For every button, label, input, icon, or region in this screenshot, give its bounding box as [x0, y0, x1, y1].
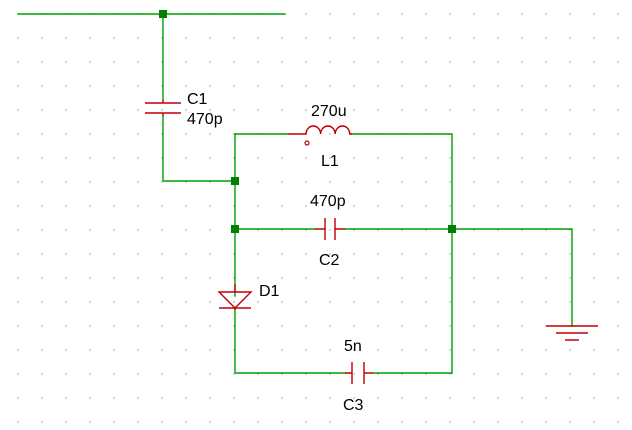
- c2-ref-label: C2: [319, 252, 340, 269]
- inductor-l1[interactable]: 270u L1: [288, 103, 352, 170]
- d1-ref-label: D1: [259, 283, 280, 300]
- junction-node-right[interactable]: [448, 225, 456, 233]
- wires: [17, 13, 573, 374]
- inductor-polarity-dot: [304, 140, 310, 146]
- wire-l1-right[interactable]: [351, 133, 453, 374]
- capacitor-c3[interactable]: 5n C3: [343, 338, 373, 414]
- capacitor-c3-symbol: [345, 362, 373, 384]
- grid-dots: [17, 13, 619, 423]
- junction-node-top[interactable]: [159, 10, 167, 18]
- capacitor-c1-symbol: [145, 100, 181, 116]
- c1-ref-label: C1: [187, 91, 208, 108]
- wire-c1-bottom[interactable]: [162, 115, 236, 182]
- junction-node-left[interactable]: [231, 225, 239, 233]
- junction-nodes: [159, 10, 456, 233]
- l1-value-label: 270u: [311, 103, 347, 120]
- junction-node-c1[interactable]: [231, 177, 239, 185]
- capacitor-c2-symbol: [315, 218, 345, 240]
- wire-d1-bottom[interactable]: [234, 307, 346, 374]
- l1-ref-label: L1: [321, 153, 339, 170]
- ground-icon: [546, 325, 598, 341]
- diode-d1[interactable]: D1: [217, 283, 280, 310]
- c3-ref-label: C3: [343, 397, 364, 414]
- ground-symbol[interactable]: [546, 325, 598, 341]
- inductor-l1-symbol: [288, 125, 352, 135]
- diode-d1-symbol: [217, 284, 253, 310]
- capacitor-c1[interactable]: C1 470p: [145, 91, 223, 128]
- wire-c2-right[interactable]: [344, 228, 573, 327]
- c1-value-label: 470p: [187, 111, 223, 128]
- capacitor-c2[interactable]: 470p C2: [310, 193, 346, 269]
- c3-value-label: 5n: [344, 338, 362, 355]
- c2-value-label: 470p: [310, 193, 346, 210]
